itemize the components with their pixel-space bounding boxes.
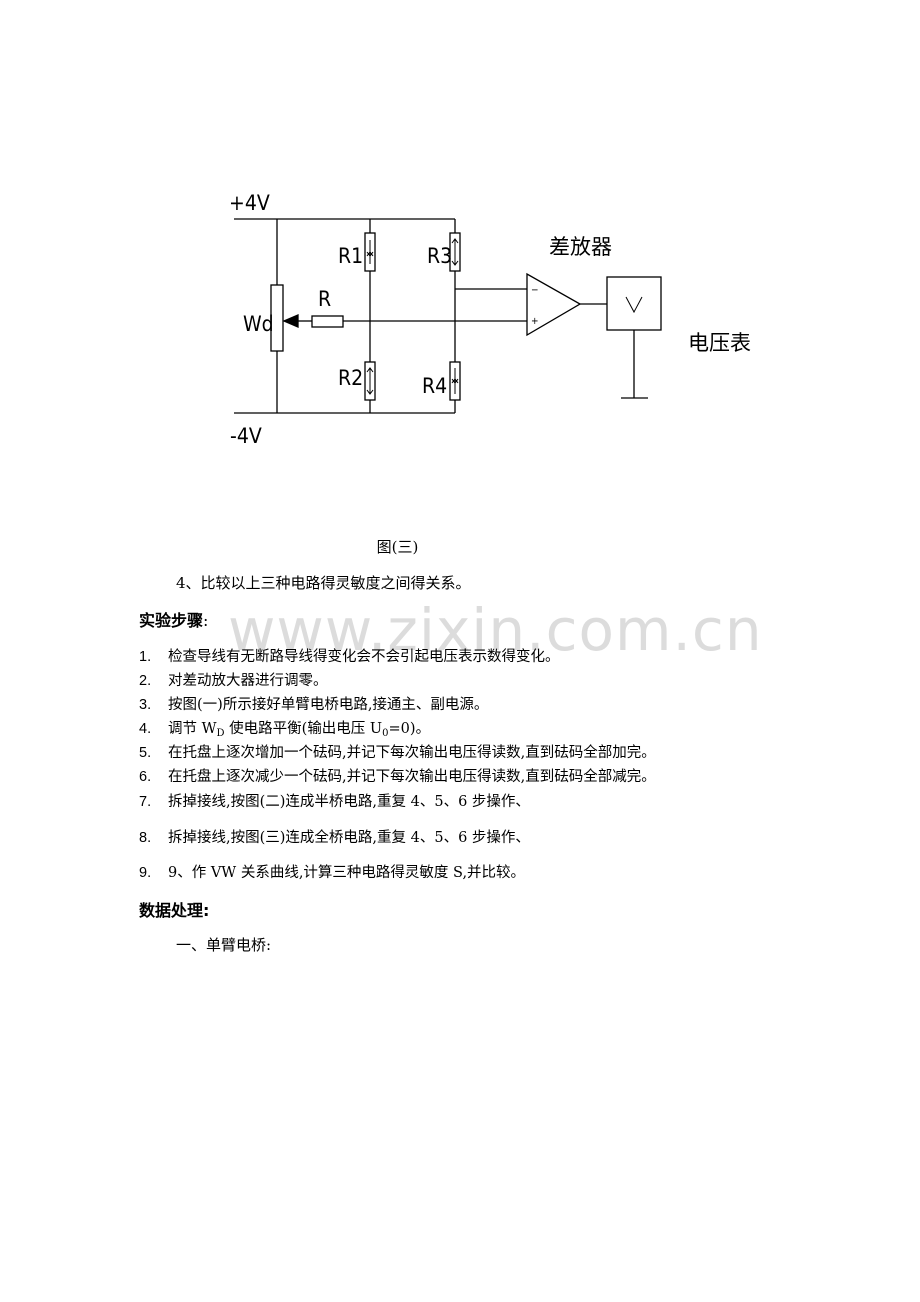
step-text: 检查导线有无断路导线得变化会不会引起电压表示数得变化。 <box>168 649 560 665</box>
step-item: 2. 对差动放大器进行调零。 <box>139 669 328 690</box>
step-number: 1. <box>139 649 152 665</box>
label-potentiometer: Wd <box>243 312 274 336</box>
step-number: 2. <box>139 673 152 689</box>
step-text: 拆掉接线,按图(三)连成全桥电路,重复 4、5、6 步操作、 <box>168 830 530 846</box>
label-amp-plus: + <box>531 316 539 327</box>
step-text: 按图(一)所示接好单臂电桥电路,接通主、副电源。 <box>168 697 489 713</box>
step-number: 4. <box>139 721 152 737</box>
data-sub-heading: 一、单臂电桥: <box>176 936 272 954</box>
step-number: 7. <box>139 794 152 810</box>
step-item: 6. 在托盘上逐次减少一个砝码,并记下每次输出电压得读数,直到砝码全部减完。 <box>139 765 656 786</box>
step-text: 在托盘上逐次减少一个砝码,并记下每次输出电压得读数,直到砝码全部减完。 <box>168 769 656 785</box>
step-text: 拆掉接线,按图(二)连成半桥电路,重复 4、5、6 步操作、 <box>168 794 530 810</box>
label-supply-pos: +4V <box>229 191 270 215</box>
voltmeter <box>606 276 662 331</box>
step-number: 3. <box>139 697 152 713</box>
step-item: 4. 调节 WD 使电路平衡(输出电压 U0=0)。 <box>139 717 430 739</box>
label-supply-neg: -4V <box>230 424 262 448</box>
figure-caption: 图(三) <box>376 538 419 556</box>
step-text: 9、作 VW 关系曲线,计算三种电路得灵敏度 S,并比较。 <box>168 865 526 881</box>
step-item: 8. 拆掉接线,按图(三)连成全桥电路,重复 4、5、6 步操作、 <box>139 826 530 847</box>
label-amplifier: 差放器 <box>549 235 612 259</box>
label-amp-minus: − <box>531 285 539 296</box>
subscript-0: 0 <box>382 728 389 739</box>
label-voltmeter: 电压表 <box>688 331 751 355</box>
step-item: 9. 9、作 VW 关系曲线,计算三种电路得灵敏度 S,并比较。 <box>139 861 525 882</box>
step-text-post: =0)。 <box>388 721 431 737</box>
diff-amplifier <box>526 272 582 337</box>
step-number: 9. <box>139 865 152 881</box>
intro-item-4: 4、比较以上三种电路得灵敏度之间得关系。 <box>176 574 471 592</box>
step-item: 1. 检查导线有无断路导线得变化会不会引起电压表示数得变化。 <box>139 645 560 666</box>
step-text-mid: 使电路平衡(输出电压 U <box>224 721 383 737</box>
label-r2: R2 <box>338 366 363 390</box>
resistor-r <box>311 315 344 328</box>
steps-heading-text: 实验步骤 <box>139 611 204 630</box>
step-text: 在托盘上逐次增加一个砝码,并记下每次输出电压得读数,直到砝码全部加完。 <box>168 745 656 761</box>
wiper-arrow <box>282 314 299 328</box>
label-resistor-r: R <box>318 287 331 311</box>
subscript-d: D <box>216 728 225 739</box>
step-item: 3. 按图(一)所示接好单臂电桥电路,接通主、副电源。 <box>139 693 488 714</box>
step-item: 7. 拆掉接线,按图(二)连成半桥电路,重复 4、5、6 步操作、 <box>139 790 530 811</box>
label-r4: R4 <box>422 374 447 398</box>
label-r1: R1 <box>338 244 363 268</box>
step-number: 6. <box>139 769 152 785</box>
label-r3: R3 <box>427 244 452 268</box>
steps-heading: 实验步骤: <box>139 607 208 631</box>
steps-heading-colon: : <box>203 611 209 630</box>
bridge-circuit-diagram: +4V -4V Wd R R1 R2 R3 R4 差放器 − + 电压表 <box>229 191 751 448</box>
step-item: 5. 在托盘上逐次增加一个砝码,并记下每次输出电压得读数,直到砝码全部加完。 <box>139 741 656 762</box>
step-number: 5. <box>139 745 152 761</box>
step-number: 8. <box>139 830 152 846</box>
step-text-pre: 调节 W <box>168 721 217 737</box>
data-heading: 数据处理: <box>139 901 210 920</box>
step-text: 对差动放大器进行调零。 <box>168 673 328 689</box>
